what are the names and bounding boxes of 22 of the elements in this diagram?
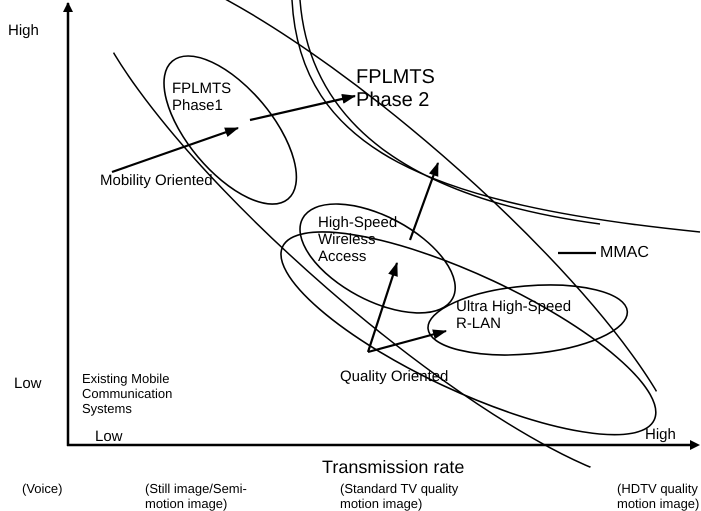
arrow (366, 262, 398, 352)
arrow (368, 330, 447, 354)
axis-tick-label: Low (14, 375, 43, 392)
region-label: High-Speed Wireless Access (318, 214, 398, 266)
region-label: MMAC (600, 244, 660, 262)
arrow (408, 162, 440, 240)
axis-tick-label: High (645, 426, 677, 444)
ellipse-region (300, 204, 456, 312)
category-note: (Still image/Semi-motion image) (145, 482, 248, 511)
arrow (112, 126, 239, 174)
direction-label: Mobility Oriented (100, 172, 250, 190)
axis-tick-label: High (8, 22, 40, 40)
region-label: FPLMTS Phase1 (172, 80, 232, 114)
category-note: (HDTV quality motion image) (617, 482, 700, 511)
category-note: (Voice) (22, 482, 64, 497)
category-note: (Standard TV quality motion image) (340, 482, 460, 511)
leader-line (558, 252, 596, 254)
axis-tick-label: Low (95, 428, 124, 446)
arrow (250, 94, 356, 122)
ellipse-region (428, 285, 628, 356)
axis-title: Transmission rate (322, 457, 466, 478)
region-label: Existing Mobile Communication Systems (82, 372, 174, 417)
